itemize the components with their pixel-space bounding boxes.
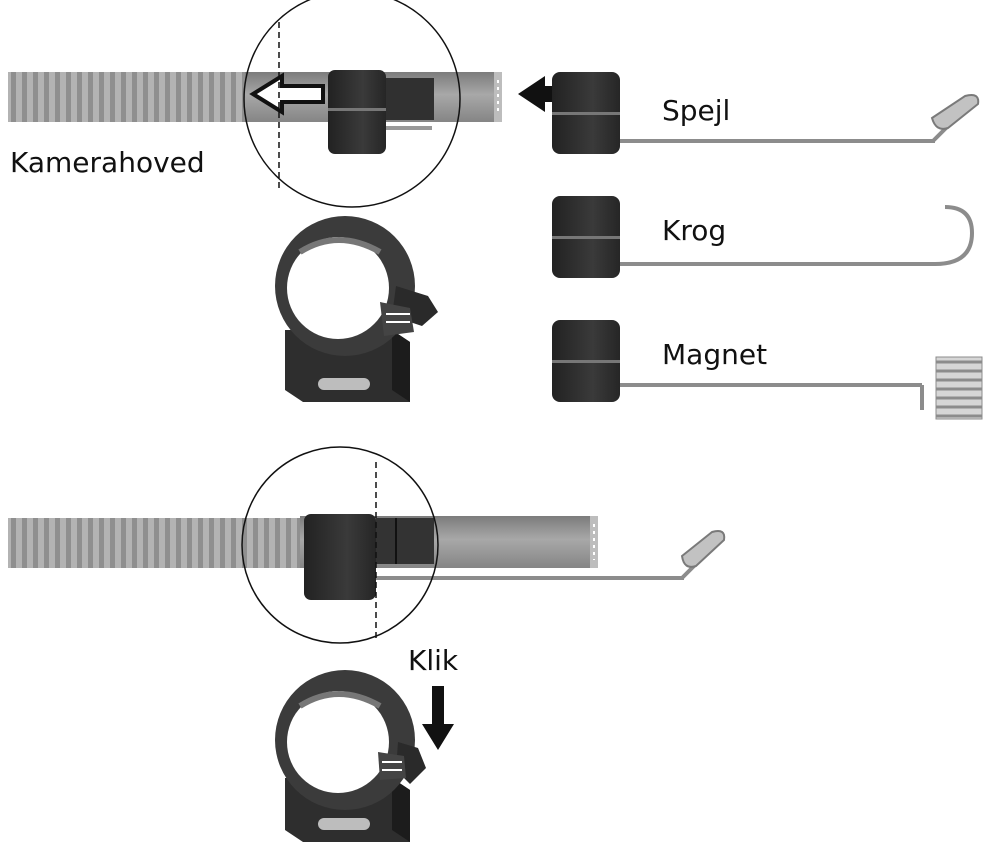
hook-attachment [552, 196, 975, 278]
camera-head-assembly-bottom [8, 446, 726, 644]
label-mirror: Spejl [662, 94, 731, 127]
insert-arrow-icon [518, 76, 582, 112]
label-hook: Krog [662, 214, 727, 247]
down-arrow-icon [422, 686, 454, 750]
flexible-hose [8, 72, 253, 122]
mirror-attachment [552, 72, 980, 154]
clip-body [328, 70, 386, 154]
camera-head-assembly-top [8, 0, 502, 208]
push-arrow-icon [249, 72, 325, 116]
magnifier-circle [243, 0, 461, 208]
label-click: Klik [408, 644, 459, 677]
label-magnet: Magnet [662, 338, 768, 371]
clip-ring-closed [275, 670, 426, 842]
clip-ring-open [275, 216, 438, 402]
label-camera-head: Kamerahoved [10, 146, 205, 179]
magnet-attachment [552, 320, 983, 420]
